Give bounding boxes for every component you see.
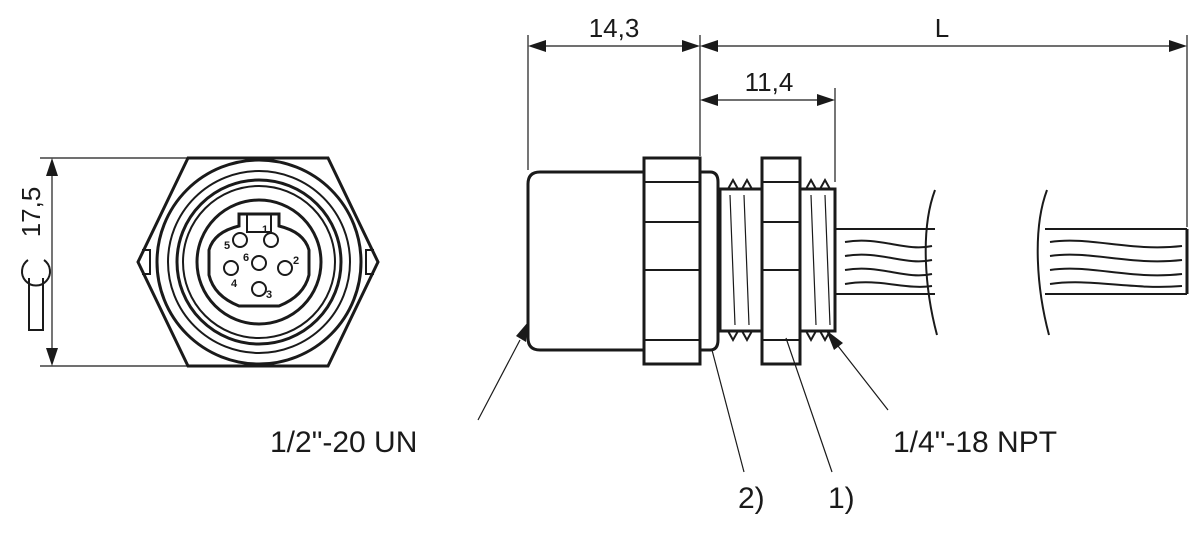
dimension-thread-length: 11,4 — [700, 67, 836, 182]
pin-label-3: 3 — [266, 289, 272, 301]
front-view: 1 2 3 4 5 6 17,5 — [16, 156, 380, 368]
o-ring — [698, 170, 720, 352]
dimension-thread-length-label: 11,4 — [745, 67, 794, 97]
dimension-cable-length-label: L — [935, 13, 949, 43]
pin-label-1: 1 — [262, 224, 268, 236]
pin-3 — [251, 281, 267, 297]
dimension-cable-length: L — [700, 13, 1188, 227]
pin-label-4: 4 — [231, 278, 238, 290]
rear-thread-callout: 1/4"-18 NPT — [893, 426, 1057, 459]
thread-crests — [727, 177, 831, 343]
pin-5 — [232, 232, 248, 248]
dimension-width-across-flats: 17,5 — [16, 157, 188, 367]
cable — [835, 189, 1189, 336]
front-barrel — [526, 170, 646, 352]
pin-1 — [263, 232, 279, 248]
item-2-callout: 2) — [738, 482, 765, 515]
pin-6 — [251, 255, 267, 271]
dimension-body-length-label: 14,3 — [589, 13, 640, 43]
front-thread-callout: 1/2"-20 UN — [270, 426, 417, 459]
panel-nut — [760, 156, 802, 366]
outer-ring — [155, 158, 363, 366]
item-1-callout: 1) — [828, 482, 855, 515]
pin-label-5: 5 — [224, 240, 230, 252]
body-hex — [642, 156, 702, 366]
pin-insert — [207, 212, 311, 308]
pins — [223, 232, 293, 297]
pin-label-6: 6 — [243, 252, 249, 264]
side-view: 14,3 L 11,4 1/2"-20 UN — [270, 13, 1189, 515]
dimension-body-length: 14,3 — [527, 13, 701, 170]
pin-4 — [223, 260, 239, 276]
pin-label-2: 2 — [293, 255, 299, 267]
wrench-icon — [21, 259, 51, 331]
dimension-width-label: 17,5 — [16, 187, 46, 238]
hex-nut-outline — [136, 156, 380, 368]
pin-2 — [277, 260, 293, 276]
leader-lines — [477, 322, 889, 473]
